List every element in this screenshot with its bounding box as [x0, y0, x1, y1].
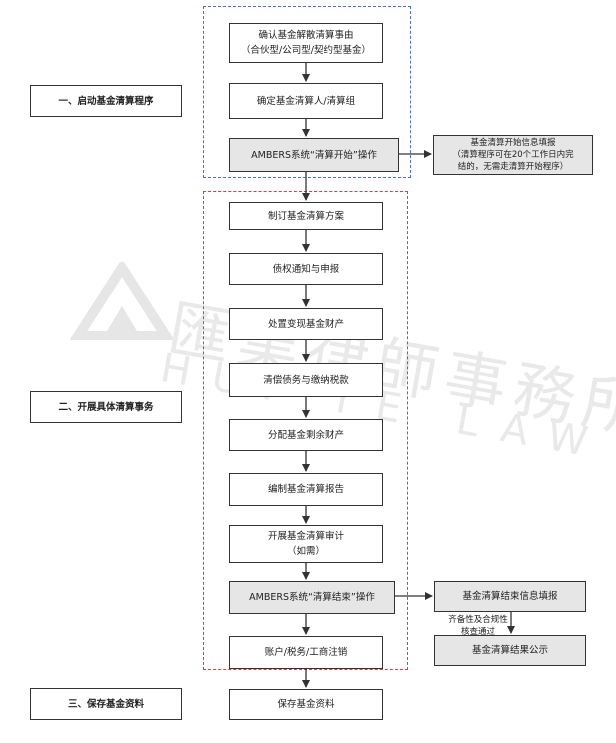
side-start-info-report: 基金清算开始信息填报 （清算程序可在20个工作日内完 结的，无需走清算开始程序） — [433, 135, 593, 175]
stage-one-group-frame — [203, 6, 411, 178]
step-ambers-liquidation-end: AMBERS系统“清算结束”操作 — [229, 581, 395, 614]
step-formulate-plan: 制订基金清算方案 — [229, 202, 383, 230]
stage-one-label: 一、启动基金清算程序 — [30, 85, 182, 117]
stage-three-label: 三、保存基金资料 — [30, 688, 182, 720]
compliance-check-note: 齐备性及合规性 核查通过 — [448, 615, 508, 637]
step-distribute-assets: 分配基金剩余财产 — [229, 419, 383, 451]
step-ambers-liquidation-start: AMBERS系统“清算开始”操作 — [229, 138, 399, 172]
step-creditor-notice: 债权通知与申报 — [229, 253, 383, 285]
step-save-documents: 保存基金资料 — [229, 689, 383, 720]
stage-two-label: 二、开展具体清算事务 — [30, 391, 182, 423]
step-dispose-assets: 处置变现基金财产 — [229, 308, 383, 340]
step-audit: 开展基金清算审计 （如需） — [229, 525, 383, 563]
side-result-announcement: 基金清算结果公示 — [434, 635, 586, 666]
side-end-info-report: 基金清算结束信息填报 — [434, 581, 586, 612]
step-pay-debts-taxes: 清偿债务与缴纳税款 — [229, 363, 383, 397]
step-confirm-liquidator: 确定基金清算人/清算组 — [229, 83, 383, 119]
step-prepare-report: 编制基金清算报告 — [229, 473, 383, 506]
step-confirm-dissolution-reason: 确认基金解散清算事由 （合伙型/公司型/契约型基金） — [229, 23, 383, 63]
step-cancel-accounts: 账户/税务/工商注销 — [229, 636, 383, 669]
